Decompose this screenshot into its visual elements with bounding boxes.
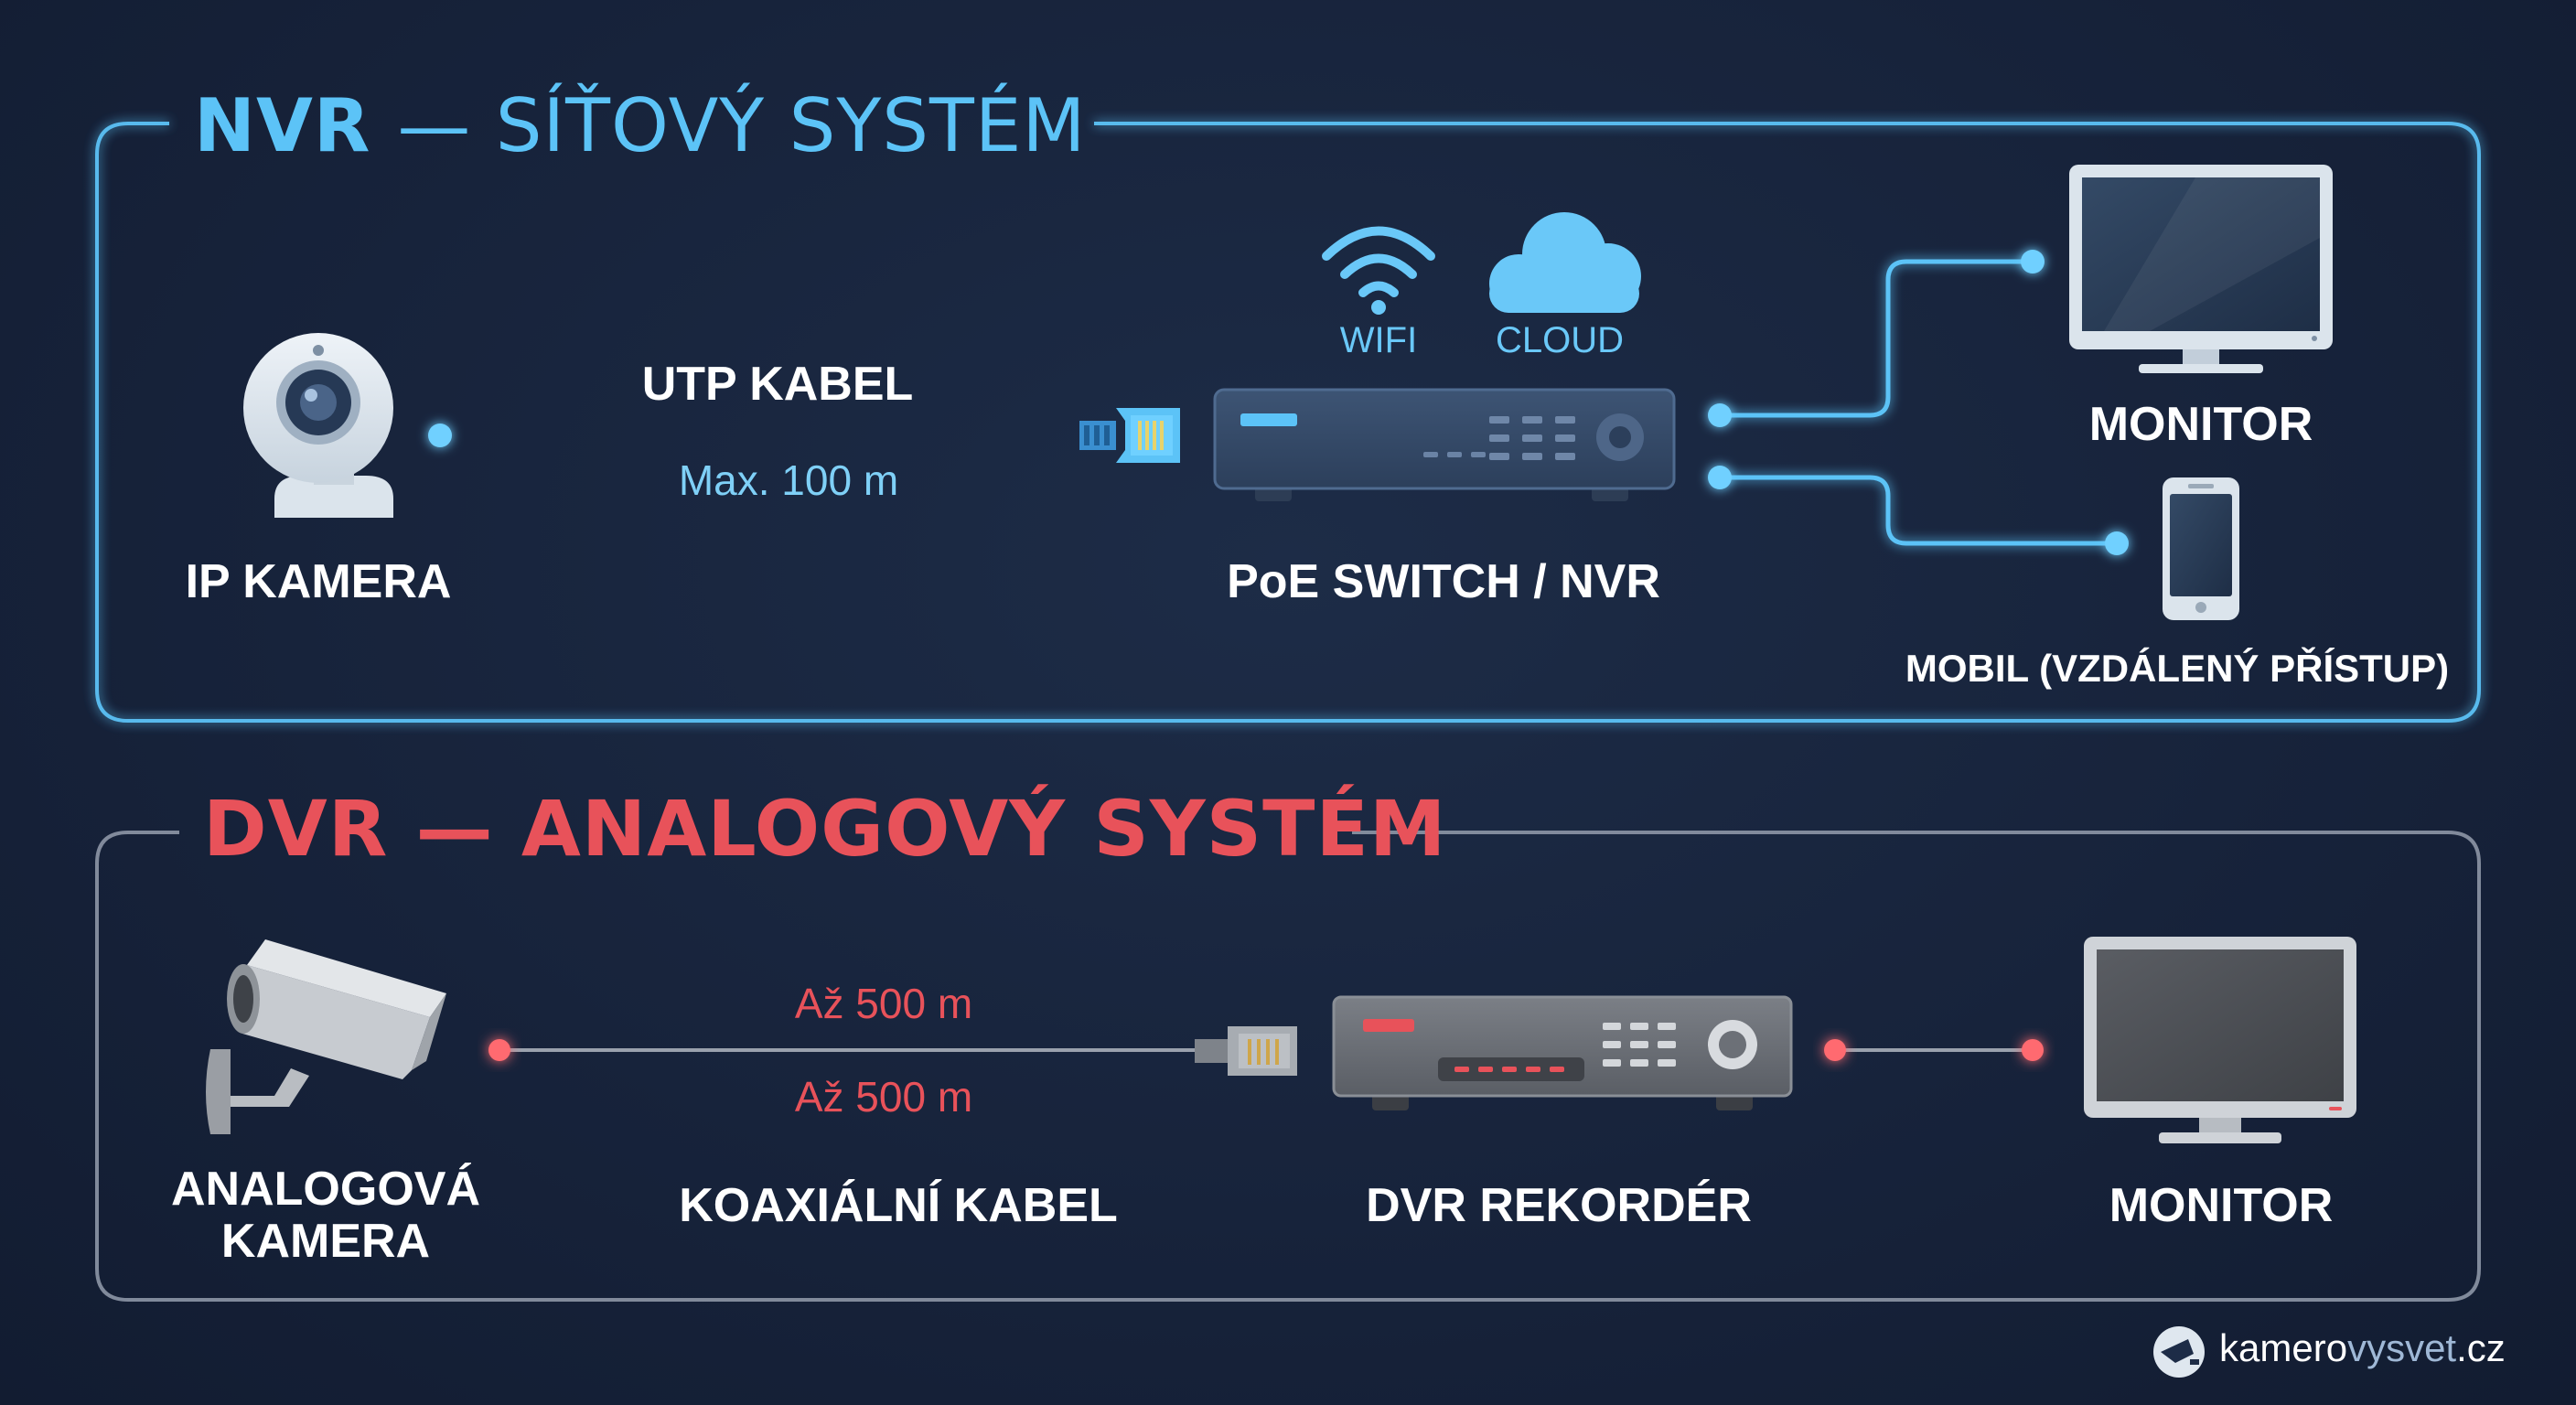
brand-name-accent: vysvet	[2347, 1326, 2457, 1369]
poe-switch-nvr-label: PoE SWITCH / NVR	[1227, 555, 1660, 608]
dvr-out-dot	[1824, 1039, 1846, 1061]
brand-name: kamerovysvet.cz	[2219, 1326, 2506, 1370]
ip-camera-icon	[243, 333, 393, 518]
rj45-connector-icon	[1079, 408, 1180, 463]
mobile-in-dot	[2105, 531, 2129, 555]
nvr-title-strong: NVR	[194, 83, 371, 168]
mobile-phone-icon	[2163, 477, 2239, 620]
utp-cable-label: UTP KABEL	[641, 358, 914, 411]
brand-logo-icon	[2153, 1326, 2205, 1378]
dvr-monitor-label: MONITOR	[2109, 1179, 2334, 1232]
poe-switch-nvr-device	[1213, 388, 1676, 501]
dvr-recorder-label: DVR REKORDÉR	[1366, 1179, 1752, 1232]
monitor-in-dot	[2021, 250, 2045, 273]
dvr-monitor-in-dot	[2022, 1039, 2044, 1061]
dvr-recorder-device	[1332, 995, 1793, 1110]
brand-name-main: kamero	[2219, 1326, 2348, 1369]
cloud-label: CLOUD	[1495, 320, 1625, 360]
coax-connector-icon	[1195, 1026, 1297, 1076]
nvr-monitor-icon	[2069, 165, 2333, 373]
nvr-section-title: NVR — SÍŤOVÝ SYSTÉM	[194, 90, 1086, 163]
analog-camera-label-line1: ANALOGOVÁ	[171, 1163, 480, 1216]
nvr-out-dot-2	[1708, 466, 1732, 489]
wifi-label: WIFI	[1339, 320, 1418, 360]
ip-camera-label: IP KAMERA	[185, 555, 452, 608]
cloud-icon	[1489, 212, 1641, 313]
dvr-panel-frame	[95, 831, 2481, 1302]
nvr-monitor-label: MONITOR	[2088, 398, 2313, 451]
wifi-icon	[1322, 226, 1435, 315]
analog-camera-icon	[206, 939, 446, 1134]
utp-cable-distance: Max. 100 m	[678, 456, 899, 504]
coax-distance-bottom: Až 500 m	[794, 1073, 973, 1121]
brand-watermark: kamerovysvet.cz	[2155, 1326, 2506, 1370]
nvr-title-rest: — SÍŤOVÝ SYSTÉM	[397, 83, 1087, 168]
analog-camera-label-line2: KAMERA	[220, 1215, 431, 1269]
coax-cable-start-dot	[488, 1039, 510, 1061]
nvr-out-dot-1	[1708, 403, 1732, 427]
analog-camera-label: ANALOGOVÁ KAMERA	[171, 1163, 480, 1269]
mobile-remote-access-label: MOBIL (VZDÁLENÝ PŘÍSTUP)	[1905, 647, 2450, 690]
dvr-monitor-icon	[2084, 937, 2356, 1143]
coax-distance-top: Až 500 m	[794, 980, 973, 1027]
nvr-monitor-connection	[1720, 259, 2117, 546]
brand-name-tld: .cz	[2456, 1326, 2506, 1369]
nvr-panel-frame	[95, 122, 2481, 723]
dvr-section-title: DVR — ANALOGOVÝ SYSTÉM	[203, 784, 1447, 874]
coax-cable-label: KOAXIÁLNÍ KABEL	[679, 1179, 1118, 1232]
utp-cable-start-dot	[428, 424, 452, 447]
